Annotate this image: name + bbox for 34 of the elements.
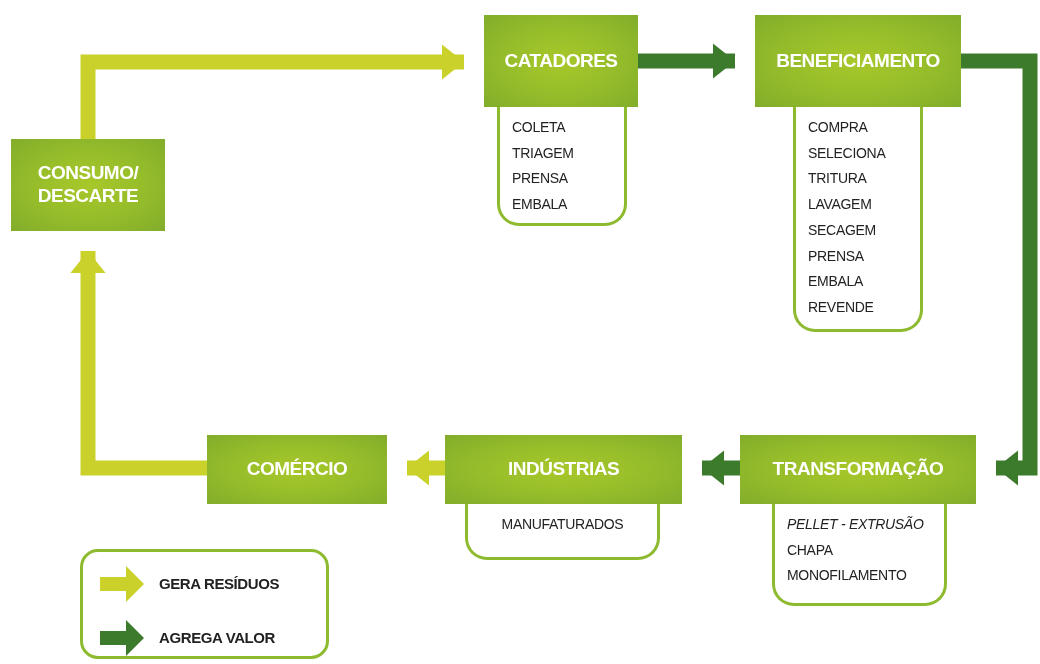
- activity-item: PRENSA: [808, 246, 865, 266]
- activity-item: CHAPA: [787, 540, 834, 560]
- legend-label: AGREGA VALOR: [159, 629, 276, 646]
- activity-item: COLETA: [512, 118, 567, 137]
- activity-item: MANUFATURADOS: [500, 515, 625, 534]
- legend-label: GERA RESÍDUOS: [159, 575, 280, 592]
- activity-item: TRIAGEM: [512, 143, 575, 163]
- activity-item: EMBALA: [512, 195, 568, 215]
- activity-item: COMPRA: [808, 118, 869, 137]
- activity-list-panel: [465, 504, 660, 560]
- activity-item: TRITURA: [808, 169, 868, 189]
- process-step-box: BENEFICIAMENTO: [755, 15, 961, 107]
- process-step-box: INDÚSTRIAS: [445, 435, 682, 504]
- activity-list-panel: [793, 107, 923, 332]
- process-step-box: TRANSFORMAÇÃO: [740, 435, 976, 504]
- activity-item: EMBALA: [808, 272, 864, 292]
- flow-arrow: [702, 450, 740, 486]
- activity-list-panel: [772, 504, 947, 606]
- flow-arrow: [407, 450, 445, 486]
- process-step-box: CATADORES: [484, 15, 638, 107]
- activity-item: SECAGEM: [808, 220, 877, 240]
- activity-item: SELECIONA: [808, 143, 887, 163]
- activity-list-panel: [497, 107, 627, 226]
- flow-arrow: [961, 53, 1038, 486]
- flow-arrow: [70, 251, 207, 476]
- activity-item: PRENSA: [512, 169, 569, 189]
- activity-item: REVENDE: [808, 297, 875, 317]
- activity-item: PELLET - EXTRUSÃO: [787, 515, 925, 534]
- flow-arrow: [80, 44, 464, 139]
- activity-item: MONOFILAMENTO: [787, 566, 908, 586]
- flow-arrow: [638, 43, 735, 79]
- activity-item: LAVAGEM: [808, 195, 873, 215]
- process-step-box: COMÉRCIO: [207, 435, 387, 504]
- process-step-box: CONSUMO/ DESCARTE: [11, 139, 165, 231]
